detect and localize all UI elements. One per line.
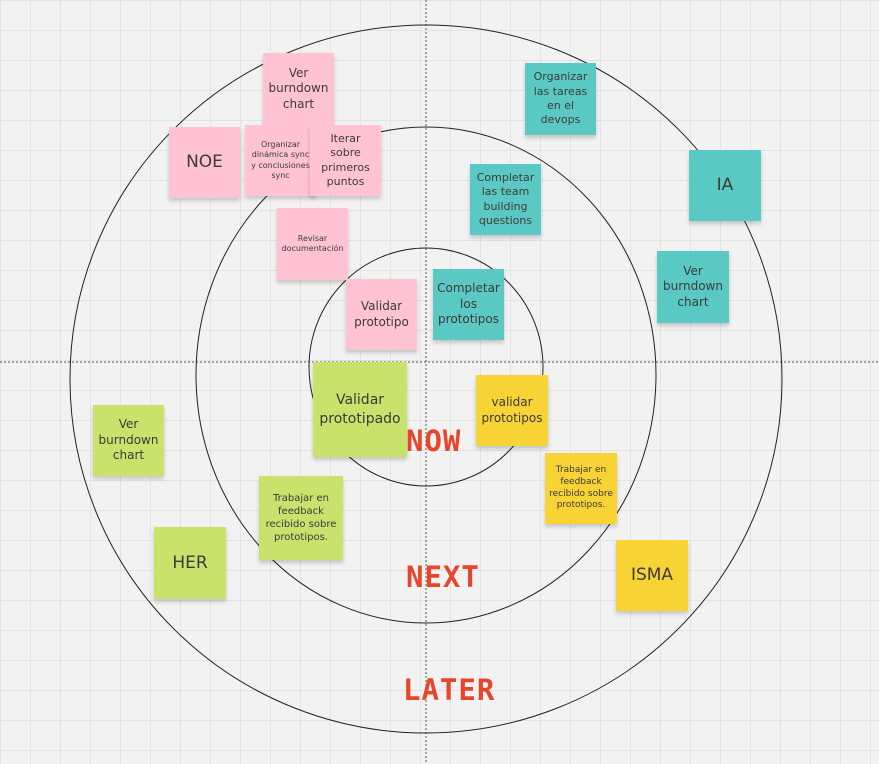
ring-label-now: NOW — [406, 424, 462, 458]
sticky-note[interactable]: Ver burndown chart — [93, 405, 164, 476]
sticky-note[interactable]: NOE — [169, 127, 240, 198]
sticky-note[interactable]: Ver burndown chart — [263, 53, 334, 125]
sticky-note[interactable]: Validar prototipado — [313, 362, 407, 457]
sticky-note[interactable]: validar prototipos — [476, 375, 548, 446]
sticky-note[interactable]: Trabajar en feedback recibido sobre prot… — [259, 476, 343, 560]
sticky-note[interactable]: Validar prototipo — [346, 279, 417, 350]
sticky-note[interactable]: Organizar dinámica sync y conclusiones s… — [245, 125, 316, 196]
ring-next — [195, 126, 657, 624]
sticky-note[interactable]: HER — [154, 527, 226, 599]
ring-label-later: LATER — [403, 673, 496, 707]
sticky-note[interactable]: IA — [689, 150, 761, 221]
sticky-note[interactable]: Iterar sobre primeros puntos — [310, 125, 381, 196]
sticky-note[interactable]: Organizar las tareas en el devops — [525, 63, 596, 135]
sticky-note[interactable]: ISMA — [616, 540, 688, 611]
sticky-note[interactable]: Ver burndown chart — [657, 251, 729, 323]
sticky-note[interactable]: Trabajar en feedback recibido sobre prot… — [545, 453, 617, 524]
ring-label-next: NEXT — [406, 560, 480, 594]
ring-now — [308, 247, 544, 487]
sticky-note[interactable]: Revisar documentación — [277, 208, 348, 280]
sticky-note[interactable]: Completar las team building questions — [470, 164, 541, 235]
sticky-note[interactable]: Completar los prototipos — [433, 269, 504, 340]
ring-later — [69, 24, 783, 734]
